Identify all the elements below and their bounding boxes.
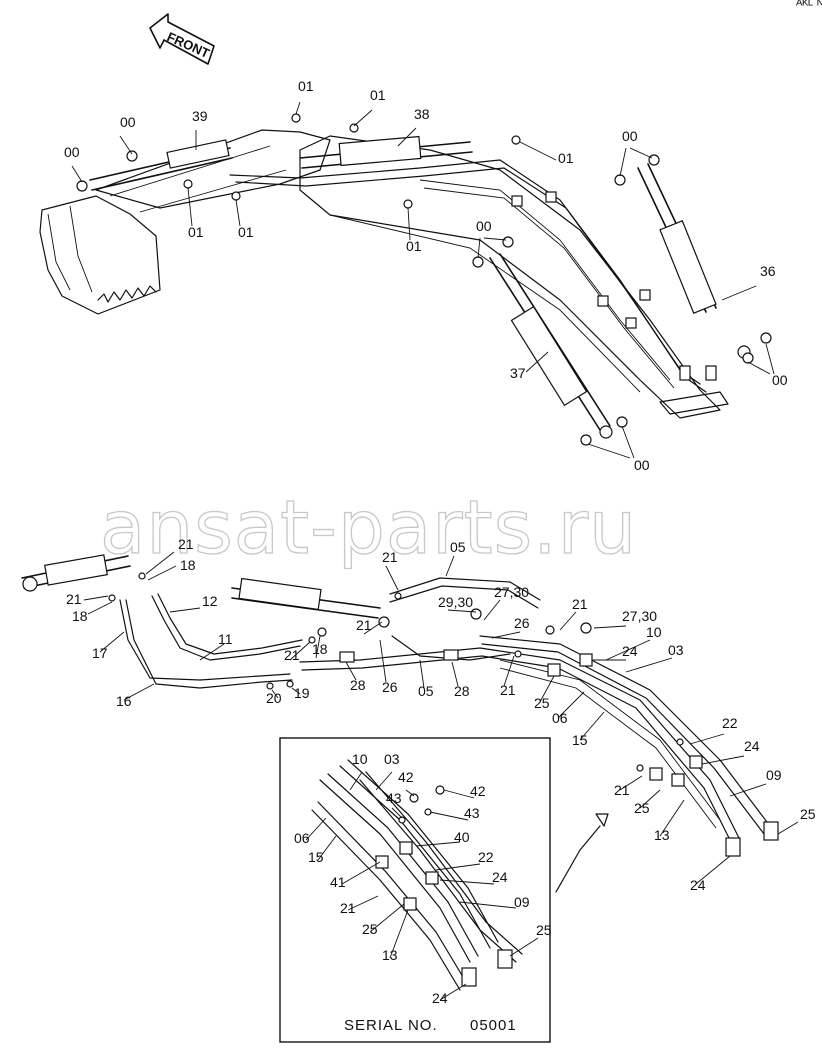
callout-upper-u7: 01	[188, 224, 204, 240]
callout-inset-i15: 25	[362, 921, 378, 937]
callout-lower-l28: 21	[500, 682, 516, 698]
callout-inset-i6: 43	[464, 805, 480, 821]
callout-lower-l7: 11	[218, 631, 233, 647]
callout-inset-i10: 22	[478, 849, 494, 865]
callout-lower-l39: 24	[690, 877, 706, 893]
callout-inset-i5: 43	[386, 790, 402, 806]
callout-lower-l18: 21	[572, 596, 588, 612]
callout-lower-l5: 12	[202, 593, 218, 609]
callout-lower-l21: 10	[646, 624, 662, 640]
callout-upper-u5: 38	[414, 106, 430, 122]
callout-inset-i3: 42	[398, 769, 414, 785]
callout-upper-u2: 39	[192, 108, 208, 124]
callout-lower-l37: 13	[654, 827, 670, 843]
callout-lower-l17: 21	[356, 617, 372, 633]
callout-lower-l29: 25	[534, 695, 550, 711]
callout-lower-l22: 03	[668, 642, 684, 658]
callout-lower-l34: 09	[766, 767, 782, 783]
front-label: FRONT	[165, 29, 212, 61]
callout-upper-u9: 01	[406, 238, 422, 254]
callout-lower-l6: 17	[92, 645, 108, 661]
callout-lower-l33: 24	[744, 738, 760, 754]
callout-lower-l38: 25	[800, 806, 816, 822]
callout-lower-l26: 05	[418, 683, 434, 699]
callout-lower-l19: 27,30	[622, 608, 657, 624]
callout-upper-u13: 36	[760, 263, 776, 279]
watermark-text: ansat-parts.ru	[100, 485, 637, 571]
callout-upper-u16: 00	[634, 457, 650, 473]
front-arrow-icon: FRONT	[149, 13, 215, 65]
callout-inset-i9: 15	[308, 849, 324, 865]
callout-inset-i2: 03	[384, 751, 400, 767]
callout-lower-l30: 06	[552, 710, 568, 726]
callout-upper-u1: 00	[120, 114, 136, 130]
callout-inset-i7: 06	[294, 830, 310, 846]
serial-number: 05001	[470, 1017, 517, 1034]
callout-lower-l35: 21	[614, 782, 630, 798]
callout-upper-u10: 01	[558, 150, 574, 166]
callout-lower-l23: 24	[622, 643, 638, 659]
callout-lower-l3: 21	[66, 591, 82, 607]
callout-lower-l13: 21	[382, 549, 398, 565]
corner-text: ᴬᴷᴸ ᴺᴼᴼᴮ	[795, 0, 822, 12]
callout-inset-i8: 40	[454, 829, 470, 845]
callout-lower-l32: 22	[722, 715, 738, 731]
callout-lower-l20: 26	[514, 615, 530, 631]
callout-inset-i14: 09	[514, 894, 530, 910]
callout-lower-l25: 26	[382, 679, 398, 695]
callout-upper-u11: 00	[622, 128, 638, 144]
callout-upper-u12: 00	[476, 218, 492, 234]
callout-upper-u3: 01	[298, 78, 314, 94]
callout-upper-u8: 01	[238, 224, 254, 240]
callout-inset-i18: 24	[432, 990, 448, 1006]
callout-lower-l4: 18	[72, 608, 88, 624]
callout-lower-l14: 05	[450, 539, 466, 555]
callout-lower-l15: 29,30	[438, 594, 473, 610]
callout-lower-l9: 21	[284, 647, 300, 663]
callout-upper-u6: 00	[64, 144, 80, 160]
callout-lower-l8: 16	[116, 693, 132, 709]
callout-lower-l24: 28	[350, 677, 366, 693]
callout-upper-u14: 00	[772, 372, 788, 388]
callout-lower-l36: 25	[634, 800, 650, 816]
callout-lower-l27: 28	[454, 683, 470, 699]
callout-inset-i12: 24	[492, 869, 508, 885]
serial-label: SERIAL NO.	[344, 1017, 438, 1034]
callout-inset-i13: 21	[340, 900, 356, 916]
callout-inset-i11: 41	[330, 874, 346, 890]
callout-upper-u4: 01	[370, 87, 386, 103]
serial-inset-panel: SERIAL NO. 05001	[279, 737, 551, 1043]
callout-lower-l2: 18	[180, 557, 196, 573]
callout-lower-l1: 21	[178, 536, 194, 552]
callout-lower-l10: 18	[312, 641, 328, 657]
callout-lower-l12: 19	[294, 685, 310, 701]
callout-inset-i1: 10	[352, 751, 368, 767]
callout-lower-l31: 15	[572, 732, 588, 748]
callout-inset-i4: 42	[470, 783, 486, 799]
callout-lower-l16: 27,30	[494, 584, 529, 600]
callout-upper-u15: 37	[510, 365, 526, 381]
lower-hose-assembly	[21, 551, 799, 893]
callout-lower-l11: 20	[266, 690, 282, 706]
callout-inset-i16: 25	[536, 922, 552, 938]
callout-inset-i17: 13	[382, 947, 398, 963]
upper-boom-assembly	[39, 101, 775, 459]
